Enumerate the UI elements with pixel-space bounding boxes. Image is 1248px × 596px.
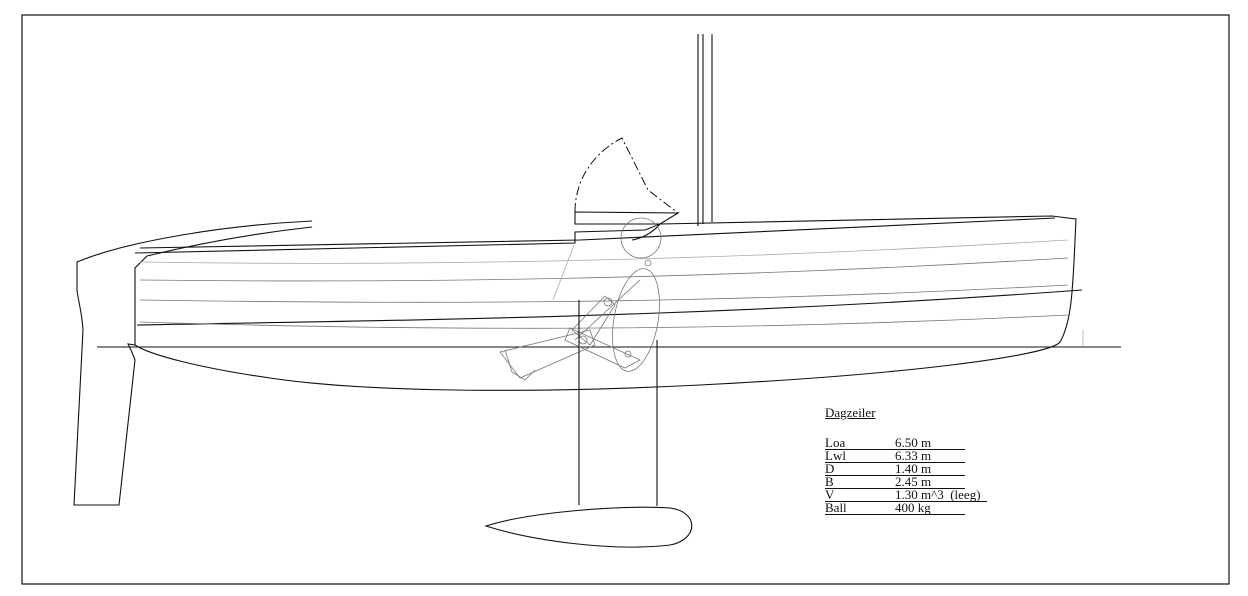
spec-row-ball: Ball 400 kg xyxy=(825,500,965,515)
spec-row-v: V 1.30 m^3 (leeg) xyxy=(825,487,987,502)
spec-key: Ball xyxy=(825,500,847,515)
spec-value: 2.45 m xyxy=(895,474,932,489)
spec-key: B xyxy=(825,474,834,489)
rudder xyxy=(73,220,313,506)
spec-key: Lwl xyxy=(825,448,846,463)
spec-value: 6.33 m xyxy=(895,448,932,463)
keel xyxy=(484,300,693,548)
spec-row-loa: Loa 6.50 m xyxy=(825,435,965,450)
spec-row-lwl: Lwl 6.33 m xyxy=(825,448,965,463)
sprayhood xyxy=(574,137,680,241)
keel-mechanism xyxy=(499,217,662,381)
spec-value: 1.40 m xyxy=(895,461,932,476)
spec-row-d: D 1.40 m xyxy=(825,461,965,476)
spec-value: 1.30 m^3 (leeg) xyxy=(895,487,981,502)
spec-key: V xyxy=(825,487,835,502)
spec-key: D xyxy=(825,461,835,476)
spec-row-b: B 2.45 m xyxy=(825,474,965,489)
spec-title: Dagzeiler xyxy=(825,405,876,420)
mast xyxy=(697,34,713,226)
spec-key: Loa xyxy=(825,435,846,450)
drawing-border xyxy=(21,14,1230,585)
hull xyxy=(134,215,1084,391)
spec-table: Dagzeiler Loa 6.50 m Lwl 6.33 m D 1.40 m… xyxy=(825,405,1005,515)
spec-value: 400 kg xyxy=(895,500,931,515)
spec-value: 6.50 m xyxy=(895,435,932,450)
